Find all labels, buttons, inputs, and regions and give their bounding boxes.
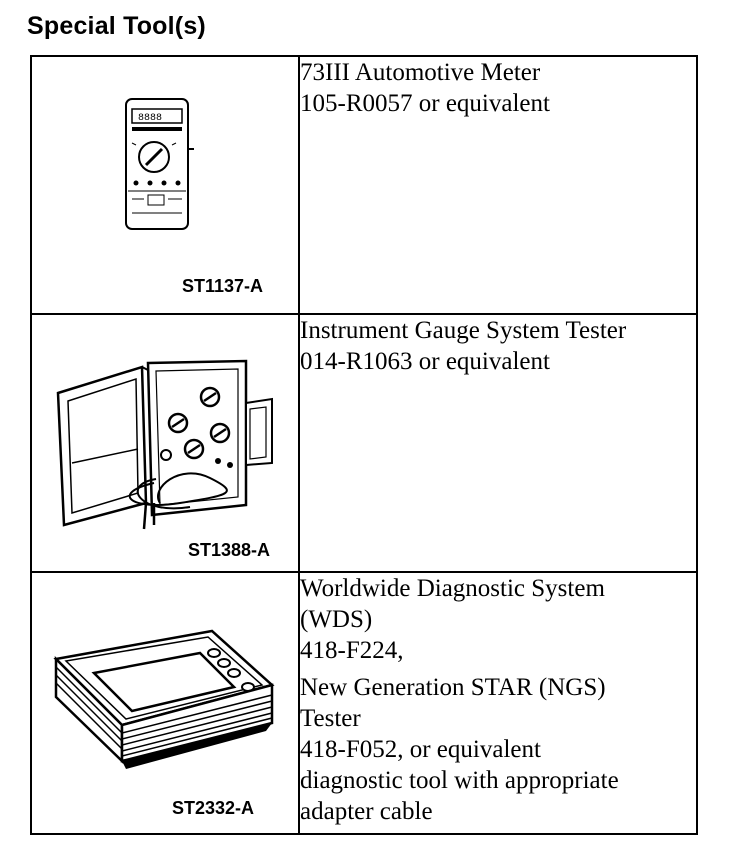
tool-part-number: 014-R1063 or equivalent — [300, 348, 550, 375]
tool-figure-cell: ST2332-A — [30, 571, 300, 835]
tool-name: Worldwide Diagnostic System — [300, 575, 605, 602]
tool-note: diagnostic tool with appropriate — [300, 767, 619, 794]
special-tools-table: 8888 ST1137-A 73III Automotive Meter 105… — [30, 55, 698, 835]
figure-label: ST1137-A — [182, 276, 264, 296]
tool-part-number: 418-F052, or equivalent — [300, 736, 541, 763]
tool-part-number: 105-R0057 or equivalent — [300, 90, 550, 117]
tool-name-cont: Tester — [300, 705, 361, 732]
figure-label: ST2332-A — [172, 798, 255, 818]
tool-description: 73III Automotive Meter 105-R0057 or equi… — [298, 55, 698, 315]
table-row: ST2332-A Worldwide Diagnostic System (WD… — [30, 571, 698, 835]
tool-note: adapter cable — [300, 798, 433, 825]
tool-name: New Generation STAR (NGS) — [300, 674, 606, 701]
table-row: 8888 ST1137-A 73III Automotive Meter 105… — [30, 55, 698, 315]
figure-label: ST1388-A — [188, 540, 271, 560]
table-row: ST1388-A Instrument Gauge System Tester … — [30, 313, 698, 573]
gauge-tester-case-icon — [56, 359, 273, 530]
tool-part-number: 418-F224, — [300, 637, 404, 664]
tool-name: Instrument Gauge System Tester — [300, 317, 627, 344]
diagnostic-tablet-icon — [53, 629, 275, 769]
tool-name: 73III Automotive Meter — [300, 59, 541, 86]
tool-name-abbrev: (WDS) — [300, 606, 373, 633]
tool-description: Instrument Gauge System Tester 014-R1063… — [298, 313, 698, 573]
tool-figure-cell: 8888 ST1137-A — [30, 55, 300, 315]
page-title: Special Tool(s) — [27, 12, 206, 40]
tool-description: Worldwide Diagnostic System (WDS) 418-F2… — [298, 571, 698, 835]
tool-figure-cell: ST1388-A — [30, 313, 300, 573]
svg-text:8888: 8888 — [138, 113, 162, 124]
multimeter-icon: 8888 — [125, 98, 194, 230]
